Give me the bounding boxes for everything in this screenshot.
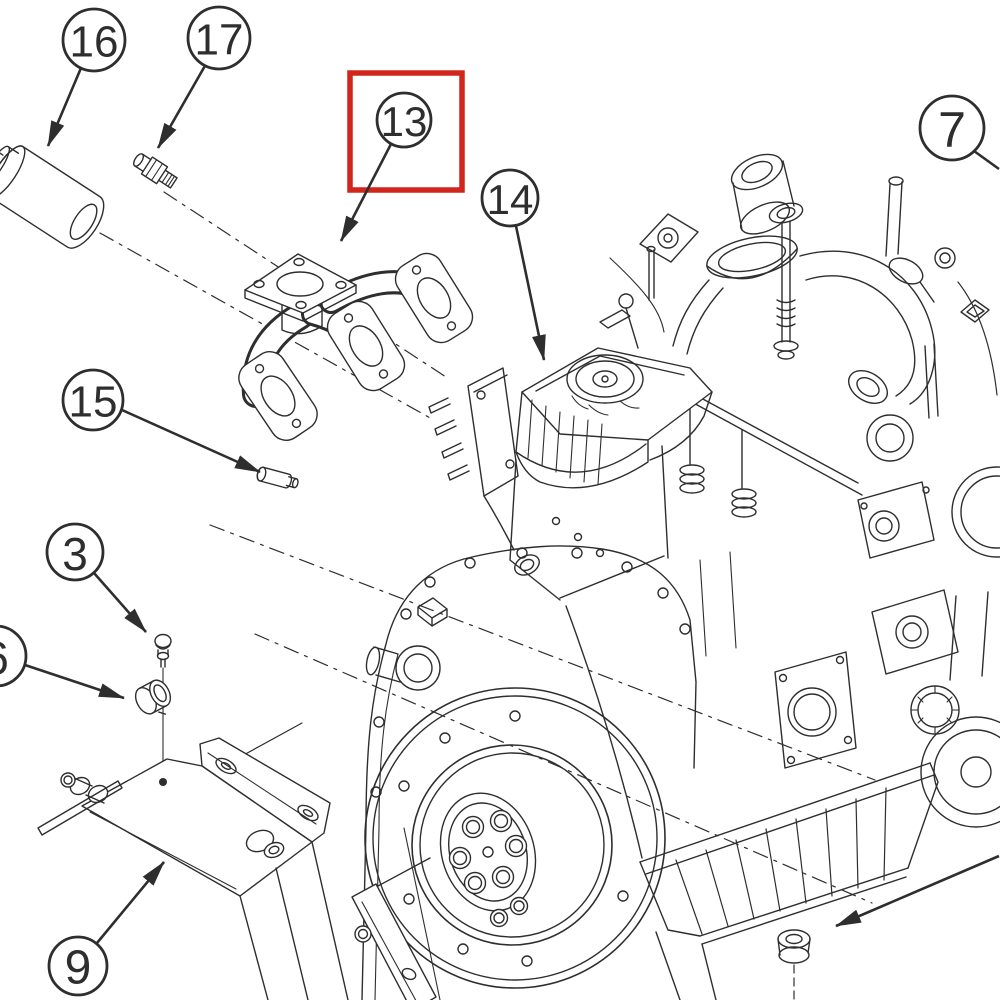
part-16-oil-filter: [0, 143, 105, 249]
flywheel-housing: [361, 545, 697, 1000]
engine-mounting-plate-studs: [428, 367, 519, 551]
callout-number: 3: [62, 528, 88, 580]
cylinder-block: [509, 445, 857, 859]
callout-3[interactable]: 3: [45, 522, 147, 633]
callout-circle[interactable]: [45, 522, 105, 582]
callout-17[interactable]: 17: [156, 5, 252, 149]
callout-circle[interactable]: [47, 935, 109, 997]
oil-pan: [639, 762, 939, 1000]
callout-9[interactable]: 9: [47, 861, 166, 997]
callout-13[interactable]: 13: [339, 91, 433, 242]
callout-number: 13: [381, 98, 428, 145]
callout-arrow: [835, 854, 1000, 928]
callout-number: 14: [487, 176, 534, 223]
callout-circle[interactable]: [480, 168, 540, 228]
callout-number: 15: [69, 377, 118, 426]
callout-arrow: [339, 143, 393, 242]
callout-6[interactable]: 6: [0, 624, 125, 700]
callout-arrow: [93, 572, 147, 633]
callout-number: 6: [0, 632, 9, 684]
callout-circle[interactable]: [186, 5, 252, 71]
callout-arrow: [121, 408, 261, 474]
part-6-clamp: [134, 679, 172, 715]
callout-circle[interactable]: [0, 624, 28, 688]
part-17-sensor: [133, 153, 178, 189]
assembly-axis-lines-lower: [209, 524, 876, 904]
part-13-exhaust-manifold: [238, 252, 474, 441]
callout-arrow: [514, 225, 546, 361]
callout-15[interactable]: 15: [61, 368, 261, 474]
drain-plug-pointer: [835, 854, 1000, 928]
manifold-port-flange-3: [394, 252, 474, 344]
callout-arrow: [46, 67, 83, 147]
callout-circle[interactable]: [61, 368, 125, 432]
callout-arrow: [24, 663, 125, 700]
flywheel-hub: [439, 792, 537, 928]
manifold-port-flange-2: [326, 300, 406, 392]
callout-7[interactable]: 7: [918, 94, 1000, 171]
oil-pan-fins: [675, 787, 887, 935]
callout-arrow: [95, 861, 166, 944]
callout-arrow: [156, 63, 208, 149]
callout-16[interactable]: 16: [46, 7, 127, 147]
callout-layer: 16 17 13 14 7 15 3 6 9: [0, 5, 1000, 997]
right-side-machinery: [848, 299, 1000, 828]
engine-illustration: [0, 143, 1000, 1000]
callout-number: 9: [65, 941, 92, 994]
manifold-port-flange-1: [238, 351, 318, 441]
callout-number: 17: [195, 15, 244, 64]
part-15-pin: [256, 466, 299, 489]
callout-number: 7: [938, 102, 966, 158]
valve-cover: [515, 347, 713, 489]
flywheel-face-bolt-holes: [398, 710, 629, 967]
callout-14[interactable]: 14: [480, 168, 546, 361]
callout-number: 16: [70, 17, 119, 66]
lower-mounting-strip: [351, 857, 437, 1000]
highlight-box-item-13: [347, 70, 465, 193]
drain-plug: [777, 929, 811, 1000]
callout-arrow: [973, 149, 1000, 171]
callout-circle[interactable]: [375, 91, 433, 149]
part-9-bracket: [37, 737, 349, 1000]
callout-circle[interactable]: [918, 94, 986, 162]
engine-top-machinery: [599, 153, 998, 518]
callout-circle[interactable]: [61, 7, 127, 73]
